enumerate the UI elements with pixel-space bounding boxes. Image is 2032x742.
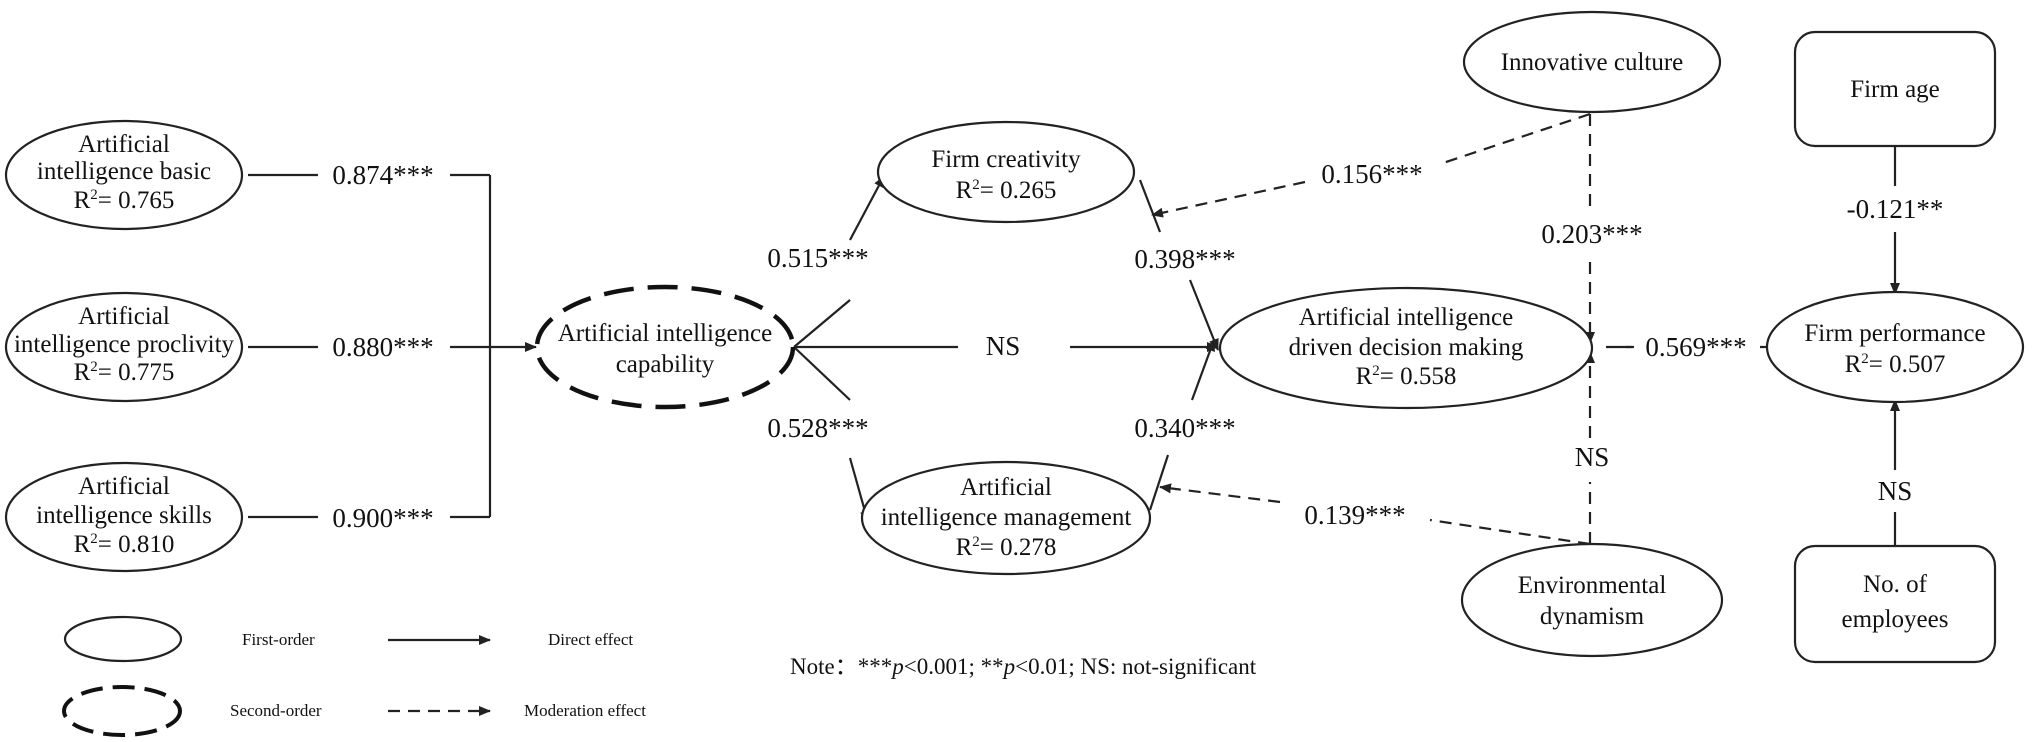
node-innovative-culture-line1: Innovative culture bbox=[1501, 49, 1684, 76]
path-proclivity-to-capability: 0.880*** bbox=[332, 332, 433, 362]
legend-first-order-swatch bbox=[63, 615, 183, 663]
node-firm-performance-r2: R2= 0.507 bbox=[1845, 351, 1946, 378]
node-ai-decision-r2: R2= 0.558 bbox=[1356, 363, 1457, 390]
node-firm-performance-line1: Firm performance bbox=[1804, 320, 1985, 347]
node-ai-skills: Artificial intelligence skills R2= 0.810 bbox=[4, 461, 244, 573]
node-ai-skills-r2: R2= 0.810 bbox=[74, 531, 175, 558]
node-ai-management-line2: intelligence management bbox=[881, 504, 1132, 531]
node-ai-basic-r2: R2= 0.765 bbox=[74, 187, 175, 214]
path-dynamism-to-management: 0.139*** bbox=[1304, 500, 1405, 530]
path-decision-to-performance: 0.569*** bbox=[1645, 332, 1746, 362]
node-ai-management-line1: Artificial bbox=[960, 474, 1052, 501]
node-ai-basic: Artificial intelligence basic R2= 0.765 bbox=[4, 119, 244, 231]
path-age-to-performance: -0.121** bbox=[1847, 194, 1944, 224]
path-skills-to-capability: 0.900*** bbox=[332, 503, 433, 533]
path-basic-to-capability: 0.874*** bbox=[332, 160, 433, 190]
node-ai-skills-line2: intelligence skills bbox=[36, 502, 212, 529]
path-capability-to-management: 0.528*** bbox=[767, 413, 868, 443]
node-ai-management-r2: R2= 0.278 bbox=[956, 534, 1057, 561]
node-env-dynamism: Environmental dynamism bbox=[1460, 542, 1724, 658]
legend-first-order-label: First-order bbox=[242, 630, 315, 649]
node-firm-creativity-r2: R2= 0.265 bbox=[956, 177, 1057, 204]
node-firm-performance: Firm performance R2= 0.507 bbox=[1765, 290, 2025, 404]
node-env-dynamism-line1: Environmental bbox=[1518, 572, 1667, 599]
node-ai-skills-line1: Artificial bbox=[78, 473, 170, 500]
node-ai-capability: Artificial intelligence capability bbox=[534, 284, 796, 410]
node-ai-basic-line1: Artificial bbox=[78, 131, 170, 158]
path-capability-to-decision: NS bbox=[986, 331, 1021, 361]
node-ai-capability-line2: capability bbox=[616, 351, 715, 378]
path-dynamism-moderation: NS bbox=[1575, 442, 1610, 472]
mediator-to-decision-edges bbox=[1138, 179, 1220, 511]
node-ai-proclivity-line1: Artificial bbox=[78, 303, 170, 330]
path-employees-to-performance: NS bbox=[1878, 476, 1913, 506]
legend-second-order-label: Second-order bbox=[230, 701, 322, 720]
path-management-to-decision: 0.340*** bbox=[1134, 413, 1235, 443]
node-ai-management: Artificial intelligence management R2= 0… bbox=[860, 460, 1152, 576]
node-innovative-culture: Innovative culture bbox=[1462, 10, 1722, 114]
capability-outgoing-edges bbox=[793, 175, 1219, 523]
path-capability-to-creativity: 0.515*** bbox=[767, 243, 868, 273]
node-firm-creativity: Firm creativity R2= 0.265 bbox=[876, 120, 1136, 224]
node-employees: No. of employees bbox=[1793, 544, 1997, 664]
node-ai-decision: Artificial intelligence driven decision … bbox=[1218, 286, 1594, 410]
node-ai-decision-line2: driven decision making bbox=[1289, 334, 1524, 361]
node-firm-creativity-line1: Firm creativity bbox=[931, 146, 1081, 173]
node-ai-capability-line1: Artificial intelligence bbox=[558, 320, 773, 347]
node-ai-proclivity-r2: R2= 0.775 bbox=[74, 359, 175, 386]
node-ai-proclivity: Artificial intelligence proclivity R2= 0… bbox=[4, 291, 244, 403]
first-order-bracket bbox=[248, 173, 537, 519]
node-ai-basic-line2: intelligence basic bbox=[37, 158, 211, 185]
path-creativity-to-decision: 0.398*** bbox=[1134, 244, 1235, 274]
node-ai-decision-line1: Artificial intelligence bbox=[1299, 304, 1514, 331]
moderation-edges bbox=[1151, 112, 1595, 546]
path-culture-to-creativity: 0.156*** bbox=[1321, 159, 1422, 189]
significance-note: Note：***p<0.001; **p<0.01; NS: not-signi… bbox=[790, 654, 1257, 679]
path-culture-moderation: 0.203*** bbox=[1541, 219, 1642, 249]
node-ai-proclivity-line2: intelligence proclivity bbox=[14, 331, 235, 358]
node-employees-line2: employees bbox=[1842, 606, 1949, 633]
node-firm-age-line1: Firm age bbox=[1850, 76, 1940, 103]
node-env-dynamism-line2: dynamism bbox=[1540, 603, 1645, 630]
node-firm-age: Firm age bbox=[1793, 30, 1997, 148]
legend-direct-label: Direct effect bbox=[548, 630, 633, 649]
legend-moderation-label: Moderation effect bbox=[524, 701, 646, 720]
legend-second-order-swatch bbox=[62, 685, 182, 737]
node-employees-line1: No. of bbox=[1863, 571, 1928, 598]
legend: First-order Second-order Direct effect M… bbox=[62, 615, 646, 737]
